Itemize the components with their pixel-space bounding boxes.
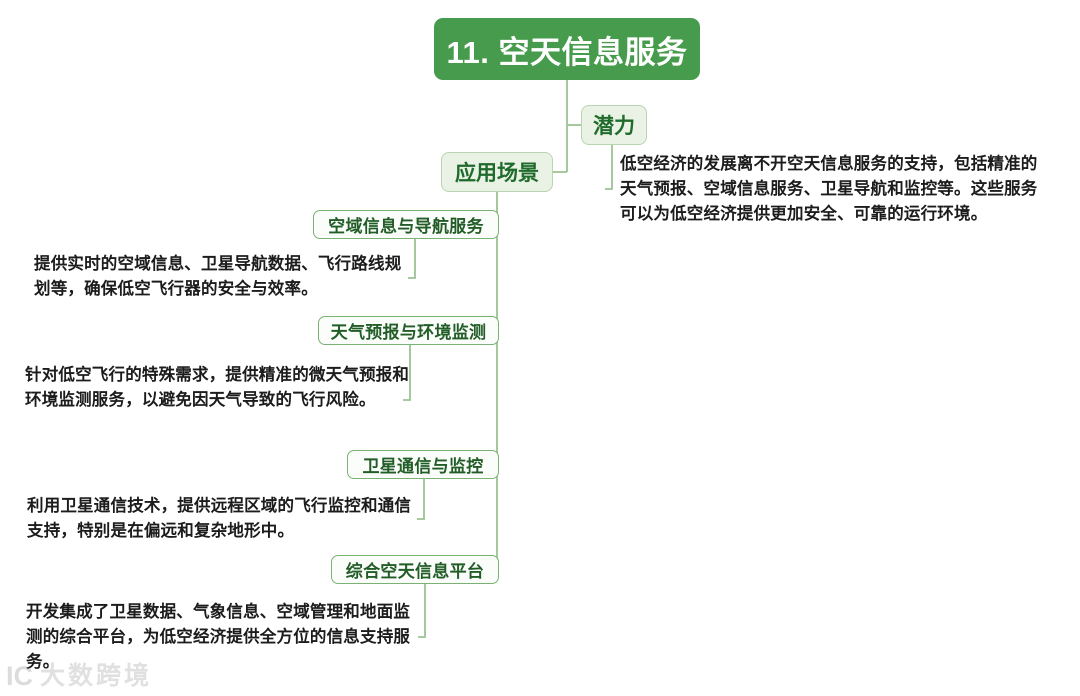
wire-weixing-to-body xyxy=(417,479,425,520)
branch-node-changjing[interactable]: 应用场景 xyxy=(441,152,553,192)
root-node[interactable]: 11. 空天信息服务 xyxy=(434,18,700,80)
scenario-node-kongyu[interactable]: 空域信息与导航服务 xyxy=(313,210,499,239)
scenario-body-kongyu: 提供实时的空域信息、卫星导航数据、飞行路线规划等，确保低空飞行器的安全与效率。 xyxy=(34,255,402,298)
branch-node-qianli[interactable]: 潜力 xyxy=(581,105,647,145)
wire-tianqi-to-body xyxy=(403,345,411,401)
scenario-body-weixing: 利用卫星通信技术，提供远程区域的飞行监控和通信支持，特别是在偏远和复杂地形中。 xyxy=(27,497,412,540)
scenario-node-tianqi[interactable]: 天气预报与环境监测 xyxy=(318,316,499,345)
scenario-body-zonghe: 开发集成了卫星数据、气象信息、空域管理和地面监测的综合平台，为低空经济提供全方位… xyxy=(26,603,411,671)
wire-zonghe-to-body xyxy=(418,584,426,638)
scenario-node-zonghe[interactable]: 综合空天信息平台 xyxy=(331,555,499,584)
branch-body-qianli: 低空经济的发展离不开空天信息服务的支持，包括精准的天气预报、空域信息服务、卫星导… xyxy=(620,155,1038,223)
wire-qianli-to-body xyxy=(605,145,613,190)
wire-kongyu-to-body xyxy=(408,239,416,279)
scenario-node-weixing[interactable]: 卫星通信与监控 xyxy=(347,450,499,479)
scenario-body-tianqi: 针对低空飞行的特殊需求，提供精准的微天气预报和环境监测服务，以避免因天气导致的飞… xyxy=(25,366,410,409)
